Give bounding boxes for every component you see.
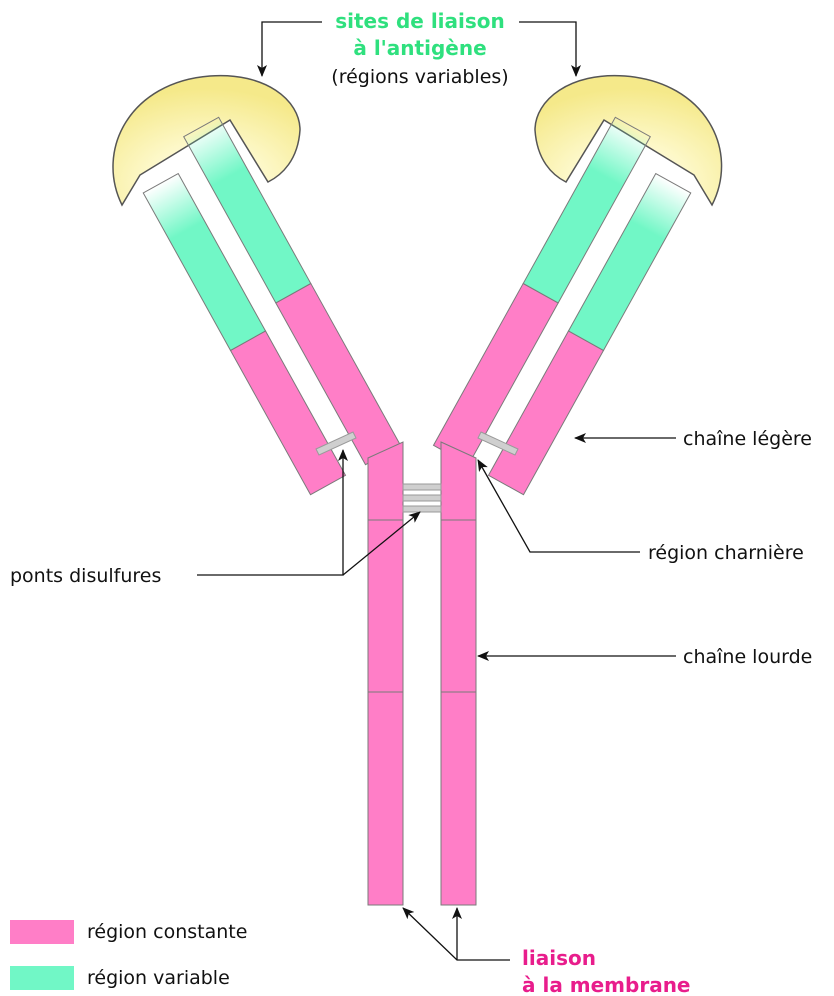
left-stem-lower bbox=[368, 692, 403, 905]
sites-title-line2: à l'antigène bbox=[353, 36, 486, 60]
legend-label-constant: région constante bbox=[87, 921, 247, 943]
sites-title-line1: sites de liaison bbox=[335, 9, 505, 33]
disulfide-bridges-label: ponts disulfures bbox=[10, 565, 161, 587]
legend: région constante région variable bbox=[10, 920, 247, 990]
arrow-sites-right bbox=[519, 22, 576, 76]
membrane-title-line1: liaison bbox=[522, 946, 596, 970]
disulfide-bridge-heavy-2 bbox=[403, 495, 441, 501]
legend-swatch-variable bbox=[10, 966, 74, 990]
disulfide-bridge-heavy-3 bbox=[403, 506, 441, 512]
disulfide-bridge-heavy-1 bbox=[403, 484, 441, 490]
right-stem-lower bbox=[441, 692, 476, 905]
light-chain-label: chaîne légère bbox=[683, 428, 812, 450]
sites-subtitle: (régions variables) bbox=[331, 66, 508, 88]
legend-label-variable: région variable bbox=[87, 967, 230, 989]
hinge-region-label: région charnière bbox=[648, 542, 804, 564]
heavy-chain-label: chaîne lourde bbox=[683, 646, 812, 668]
membrane-title-line2: à la membrane bbox=[522, 973, 691, 996]
right-heavy-stem bbox=[441, 442, 476, 905]
legend-swatch-constant bbox=[10, 920, 74, 944]
left-stem-upper bbox=[368, 520, 403, 692]
right-stem-upper bbox=[441, 520, 476, 692]
arrow-sites-left bbox=[262, 22, 322, 76]
left-heavy-stem bbox=[368, 442, 403, 905]
